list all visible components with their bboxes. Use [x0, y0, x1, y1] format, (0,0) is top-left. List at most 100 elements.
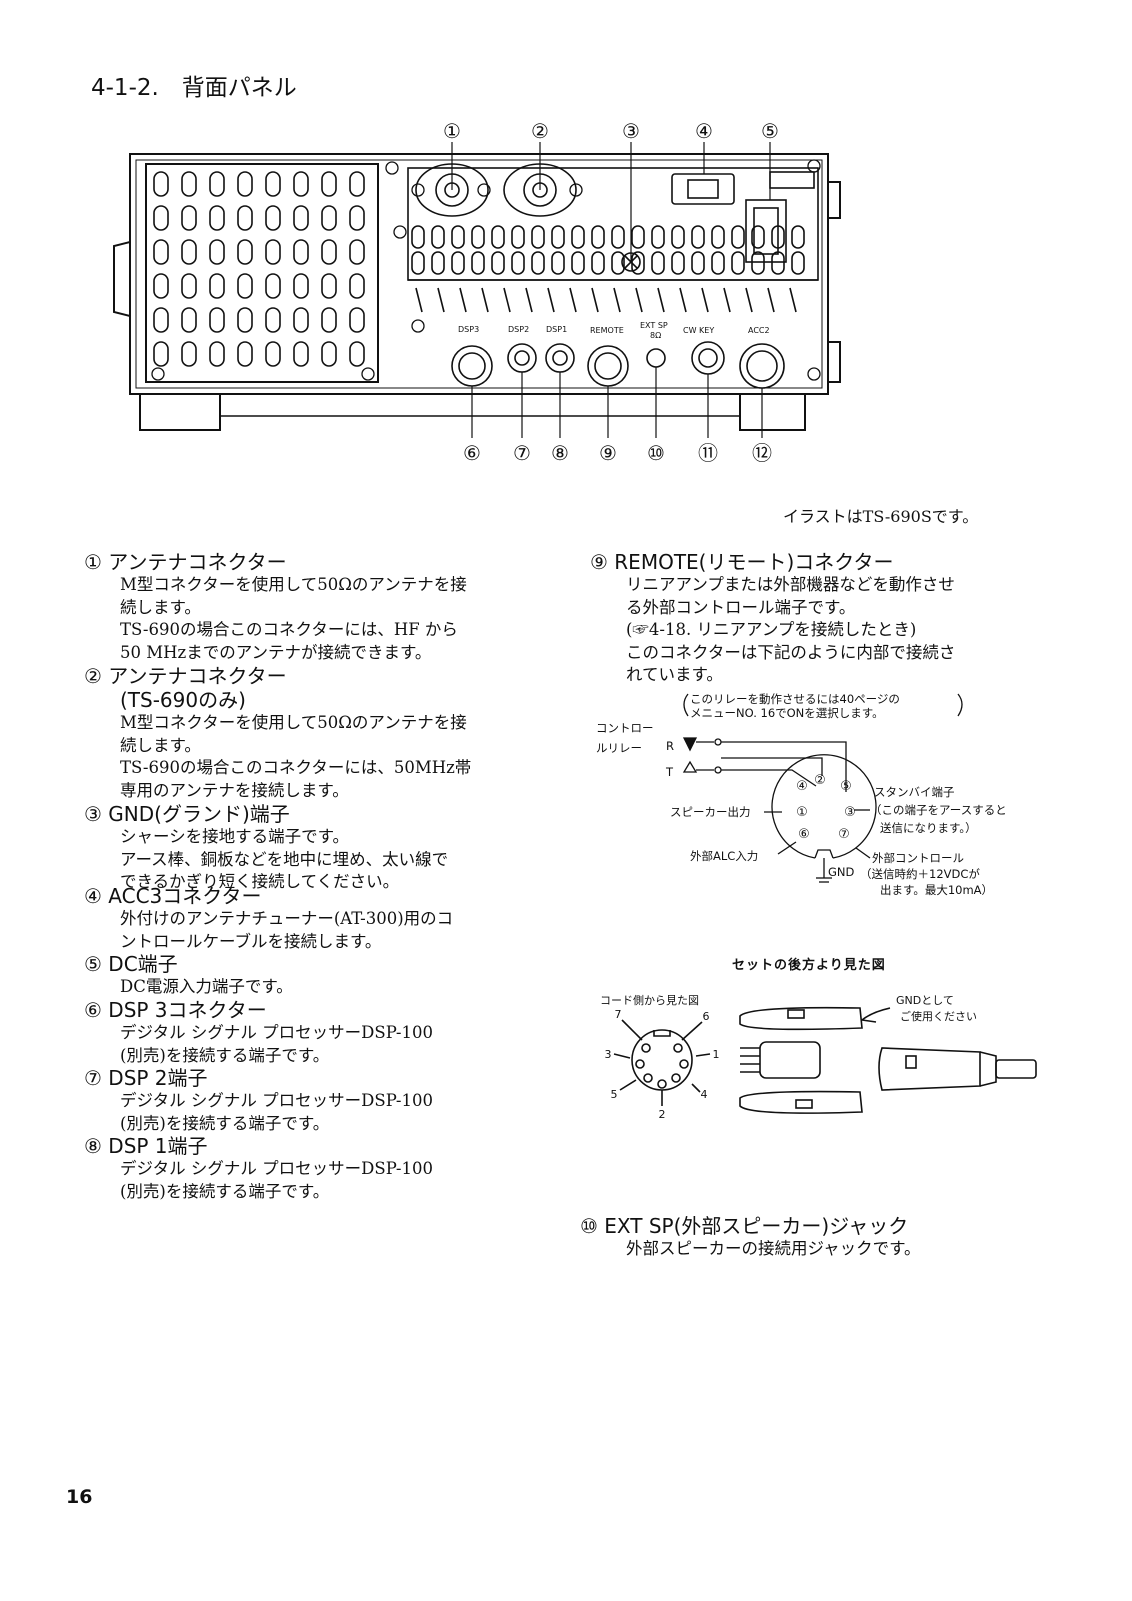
rear-panel-illustration: DSP3 DSP2 DSP1 REMOTE EXT SP 8Ω CW KEY A… — [113, 119, 841, 465]
jack-label-ext-sp: EXT SP — [640, 321, 668, 330]
page-number: 16 — [66, 1486, 93, 1508]
item-text: れています。 — [626, 665, 723, 684]
grille-slot — [293, 205, 309, 231]
pin-4: ④ — [796, 779, 808, 794]
grille-slot — [293, 273, 309, 299]
callout-11: ⑪ — [698, 441, 718, 465]
vent-slot — [411, 251, 425, 275]
callout-12: ⑫ — [752, 441, 772, 465]
grille-slot — [349, 205, 365, 231]
relay-note-line1: このリレーを動作させるには40ページの — [690, 692, 900, 706]
fin-line — [547, 287, 555, 313]
grille-slot — [181, 171, 197, 197]
vent-slot — [491, 251, 505, 275]
standby-terminal-label: スタンバイ端子 — [874, 785, 955, 799]
jack-label-dsp3: DSP3 — [458, 325, 479, 334]
item-6-dsp3-connector: ⑥ DSP 3コネクター デジタル シグナル プロセッサーDSP-100 (別売… — [84, 998, 433, 1067]
fin-line — [481, 287, 489, 313]
item-1-antenna-connector: ① アンテナコネクター M型コネクターを使用して50Ωのアンテナを接 続します。… — [84, 550, 467, 664]
vent-slot — [451, 251, 465, 275]
vent-slot — [731, 225, 745, 249]
callout-8: ⑧ — [551, 441, 569, 465]
grille-slot — [153, 239, 169, 265]
grille-slot — [349, 171, 365, 197]
callout-7: ⑦ — [513, 441, 531, 465]
item-text: (別売)を接続する端子です。 — [120, 1045, 330, 1065]
vent-slot — [791, 225, 805, 249]
item-text: デジタル シグナル プロセッサーDSP-100 — [120, 1159, 433, 1178]
grille-slot — [237, 273, 253, 299]
item-text: (別売)を接続する端子です。 — [120, 1181, 330, 1201]
grille-slot — [209, 171, 225, 197]
vent-slot — [431, 251, 445, 275]
fin-line — [591, 287, 599, 313]
grille-slot — [321, 205, 337, 231]
item-9-remote-connector: ⑨ REMOTE(リモート)コネクター リニアアンプまたは外部機器などを動作させ… — [590, 550, 955, 687]
callout-6: ⑥ — [463, 441, 481, 465]
vent-slot — [771, 251, 785, 275]
item-text: 続します。 — [120, 597, 201, 617]
external-control-note2: 出ます。最大10mA） — [880, 883, 993, 897]
vent-slot — [511, 225, 525, 249]
vent-slot — [691, 225, 705, 249]
jack-label-cw-key: CW KEY — [683, 326, 714, 335]
plug-pin-2: 2 — [659, 1108, 666, 1121]
relay-t-label: T — [665, 765, 674, 779]
speaker-output-label: スピーカー出力 — [670, 805, 751, 819]
vent-slot — [691, 251, 705, 275]
item-3-gnd-terminal: ③ GND(グランド)端子 シャーシを接地する端子です。 アース棒、銅板などを地… — [84, 802, 448, 894]
item-heading: ③ GND(グランド)端子 — [84, 802, 290, 826]
item-text: アース棒、銅板などを地中に埋め、太い線で — [120, 849, 449, 869]
item-heading: ① アンテナコネクター — [84, 550, 287, 574]
illustration-caption: イラストはTS-690Sです。 — [783, 507, 979, 526]
vent-slot — [431, 225, 445, 249]
vent-slot — [571, 225, 585, 249]
item-4-acc3-connector: ④ ACC3コネクター 外付けのアンテナチューナー(AT-300)用のコ ントロ… — [84, 884, 453, 953]
item-text: 50 MHzまでのアンテナが接続できます。 — [120, 642, 432, 662]
vent-slot — [791, 251, 805, 275]
section-title: 4-1-2. 背面パネル — [91, 75, 297, 101]
fin-line — [657, 287, 665, 313]
pin-7: ⑦ — [838, 827, 850, 842]
grille-slot — [237, 205, 253, 231]
control-relay-label: コントロー — [596, 721, 654, 735]
relay-r-label: R — [666, 739, 674, 753]
vent-slot — [591, 225, 605, 249]
vent-slot — [571, 251, 585, 275]
vent-slot — [411, 225, 425, 249]
item-text: TS-690の場合このコネクターには、50MHz帯 — [120, 758, 472, 777]
item-text: 外付けのアンテナチューナー(AT-300)用のコ — [120, 909, 454, 928]
vent-slot — [711, 225, 725, 249]
pin-3: ③ — [844, 805, 856, 820]
item-text: DC電源入力端子です。 — [120, 977, 293, 996]
vent-slot — [651, 225, 665, 249]
pin-1: ① — [796, 805, 808, 820]
grille-slot — [265, 205, 281, 231]
item-text: (別売)を接続する端子です。 — [120, 1113, 330, 1133]
item-text: ントロールケーブルを接続します。 — [120, 931, 382, 951]
callout-3: ③ — [622, 119, 640, 143]
fin-line — [679, 287, 687, 313]
grille-slot — [237, 307, 253, 333]
grille-slot — [321, 341, 337, 367]
external-alc-label: 外部ALC入力 — [690, 849, 758, 863]
vent-slot — [511, 251, 525, 275]
callout-1: ① — [443, 119, 461, 143]
item-10-ext-sp-jack: ⑩ EXT SP(外部スピーカー)ジャック 外部スピーカーの接続用ジャックです。 — [580, 1214, 921, 1261]
item-heading: ⑧ DSP 1端子 — [84, 1134, 208, 1158]
grille-slot — [209, 307, 225, 333]
fin-line — [701, 287, 709, 313]
plug-pin-3: 3 — [605, 1048, 612, 1061]
vent-slot — [671, 251, 685, 275]
fin-line — [437, 287, 445, 313]
fin-line — [789, 287, 797, 313]
grille-slot — [265, 273, 281, 299]
control-relay-label2: ルリレー — [596, 741, 642, 755]
vent-slot — [671, 225, 685, 249]
grille-slot — [181, 307, 197, 333]
pin-6: ⑥ — [798, 827, 810, 842]
fin-line — [569, 287, 577, 313]
item-heading: ⑥ DSP 3コネクター — [84, 998, 267, 1022]
vent-slot — [731, 251, 745, 275]
vent-slot — [751, 251, 765, 275]
